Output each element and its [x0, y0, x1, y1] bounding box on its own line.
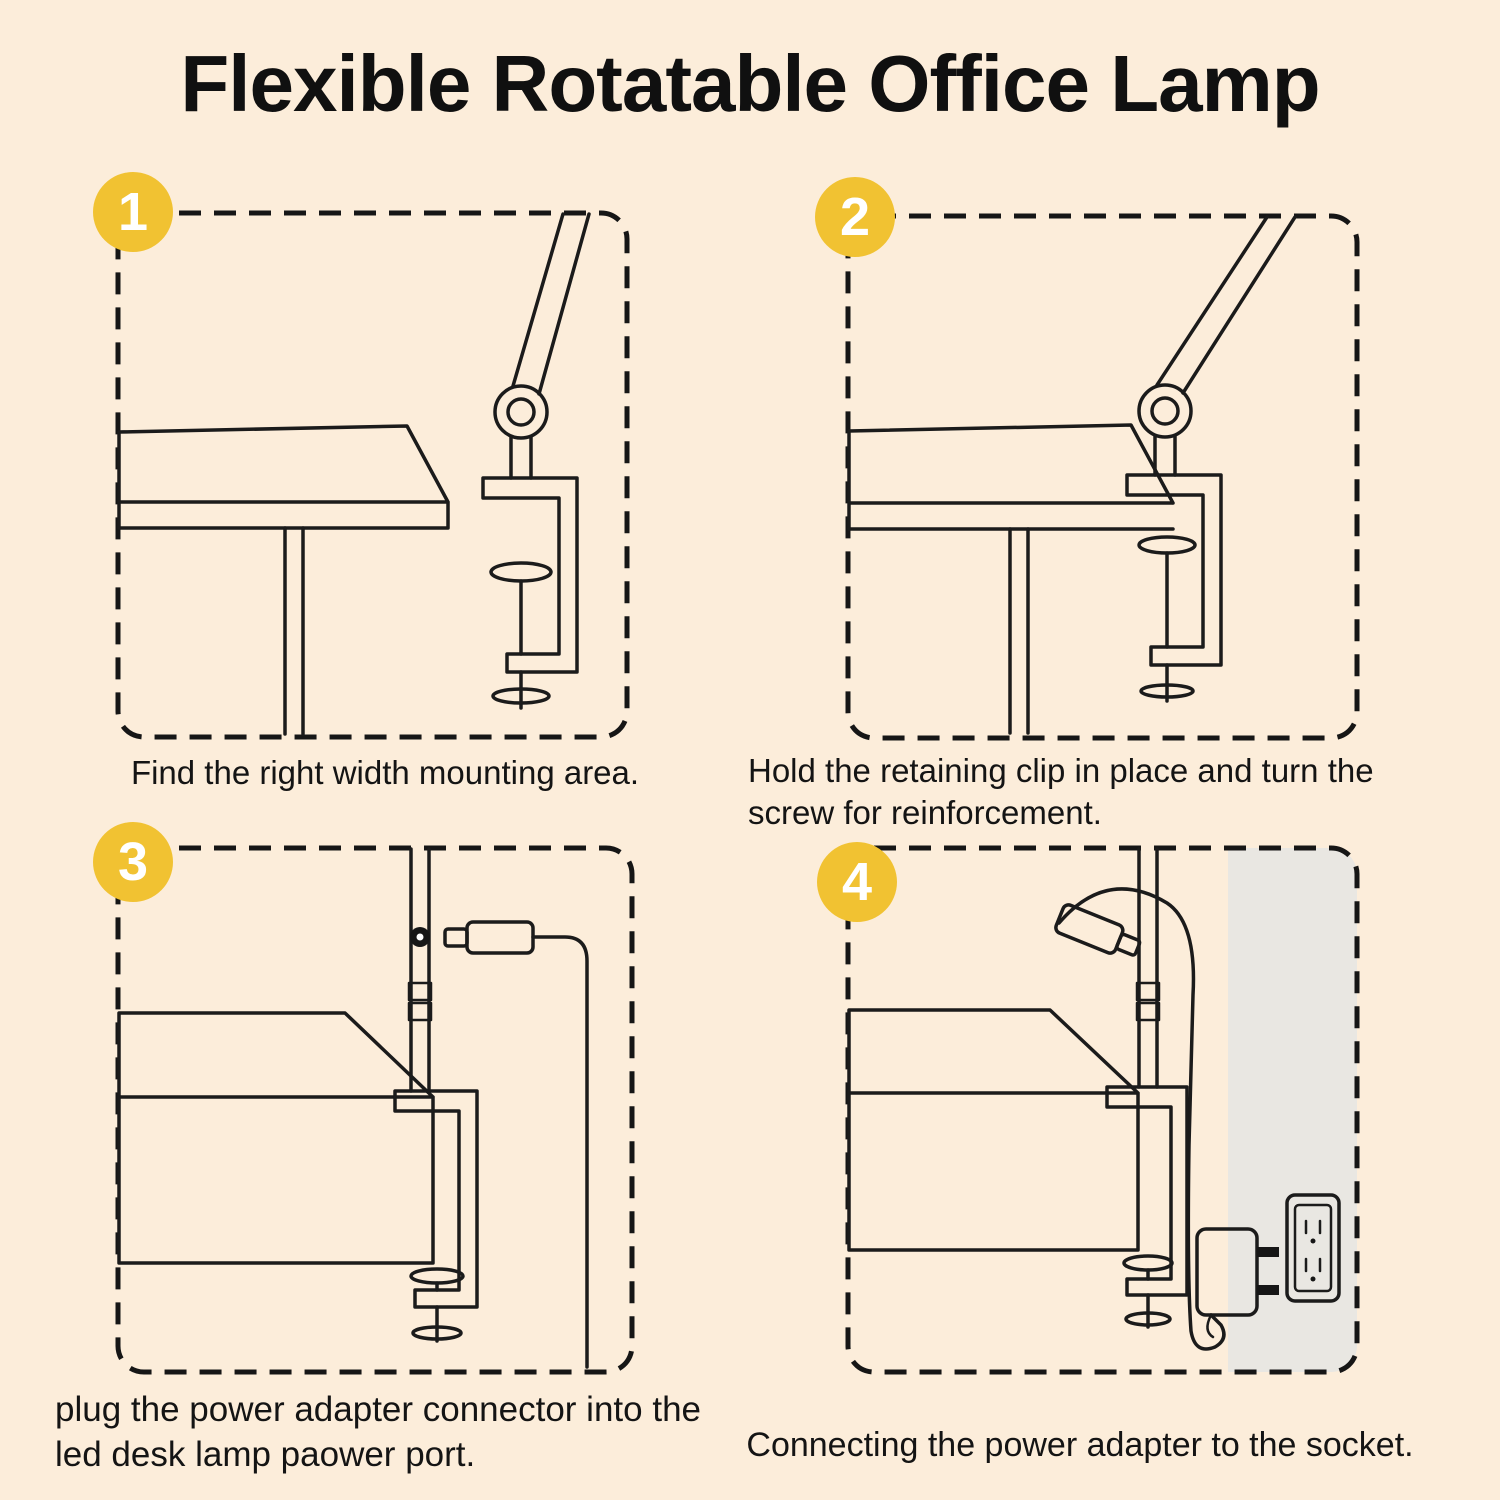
- step-number: 2: [839, 187, 871, 247]
- clamp: [1105, 1085, 1189, 1329]
- step-1-caption: Find the right width mounting area.: [130, 754, 640, 791]
- desk-edge-with-clamp-lamp-icon: [115, 210, 630, 740]
- step-1-badge: 1: [93, 172, 173, 252]
- step-3-panel: [115, 845, 635, 1375]
- step-1-panel: [115, 210, 630, 740]
- desk: [117, 1011, 435, 1265]
- desk: [847, 1008, 1140, 1252]
- step-3-badge: 3: [93, 822, 173, 902]
- step-2-caption: Hold the retaining clip in place and tur…: [748, 752, 1374, 832]
- power-adapter-into-wall-socket-icon: [845, 845, 1360, 1375]
- step-4-badge: 4: [817, 842, 897, 922]
- step-2-panel: [845, 213, 1360, 741]
- desk: [117, 424, 450, 736]
- wall-socket: [1285, 1193, 1341, 1303]
- dc-plug-and-cable: [443, 920, 589, 1369]
- step-4-panel: [845, 845, 1360, 1375]
- power-port: [410, 927, 430, 947]
- step-2-badge: 2: [815, 177, 895, 257]
- wall-region: [1228, 848, 1357, 1372]
- page-title: Flexible Rotatable Office Lamp: [180, 39, 1320, 128]
- lamp-pole: [1135, 847, 1161, 1089]
- dc-plug-connected: [1054, 903, 1142, 957]
- dc-plug-into-lamp-power-port-icon: [115, 845, 635, 1375]
- step-number: 4: [841, 852, 873, 912]
- lamp-arm-and-clamp: [481, 212, 591, 710]
- clamp-tightened-on-desk-icon: [845, 213, 1360, 741]
- lamp-pole: [407, 847, 433, 1093]
- step-number: 1: [117, 182, 149, 242]
- clamp: [393, 1089, 479, 1343]
- desk: [847, 423, 1175, 735]
- lamp-arm-and-clamp: [1125, 215, 1297, 703]
- step-4-caption: Connecting the power adapter to the sock…: [746, 1426, 1414, 1464]
- power-adapter: [1195, 1227, 1279, 1339]
- step-3-caption: plug the power adapter connector into th…: [55, 1390, 701, 1474]
- step-number: 3: [117, 832, 149, 892]
